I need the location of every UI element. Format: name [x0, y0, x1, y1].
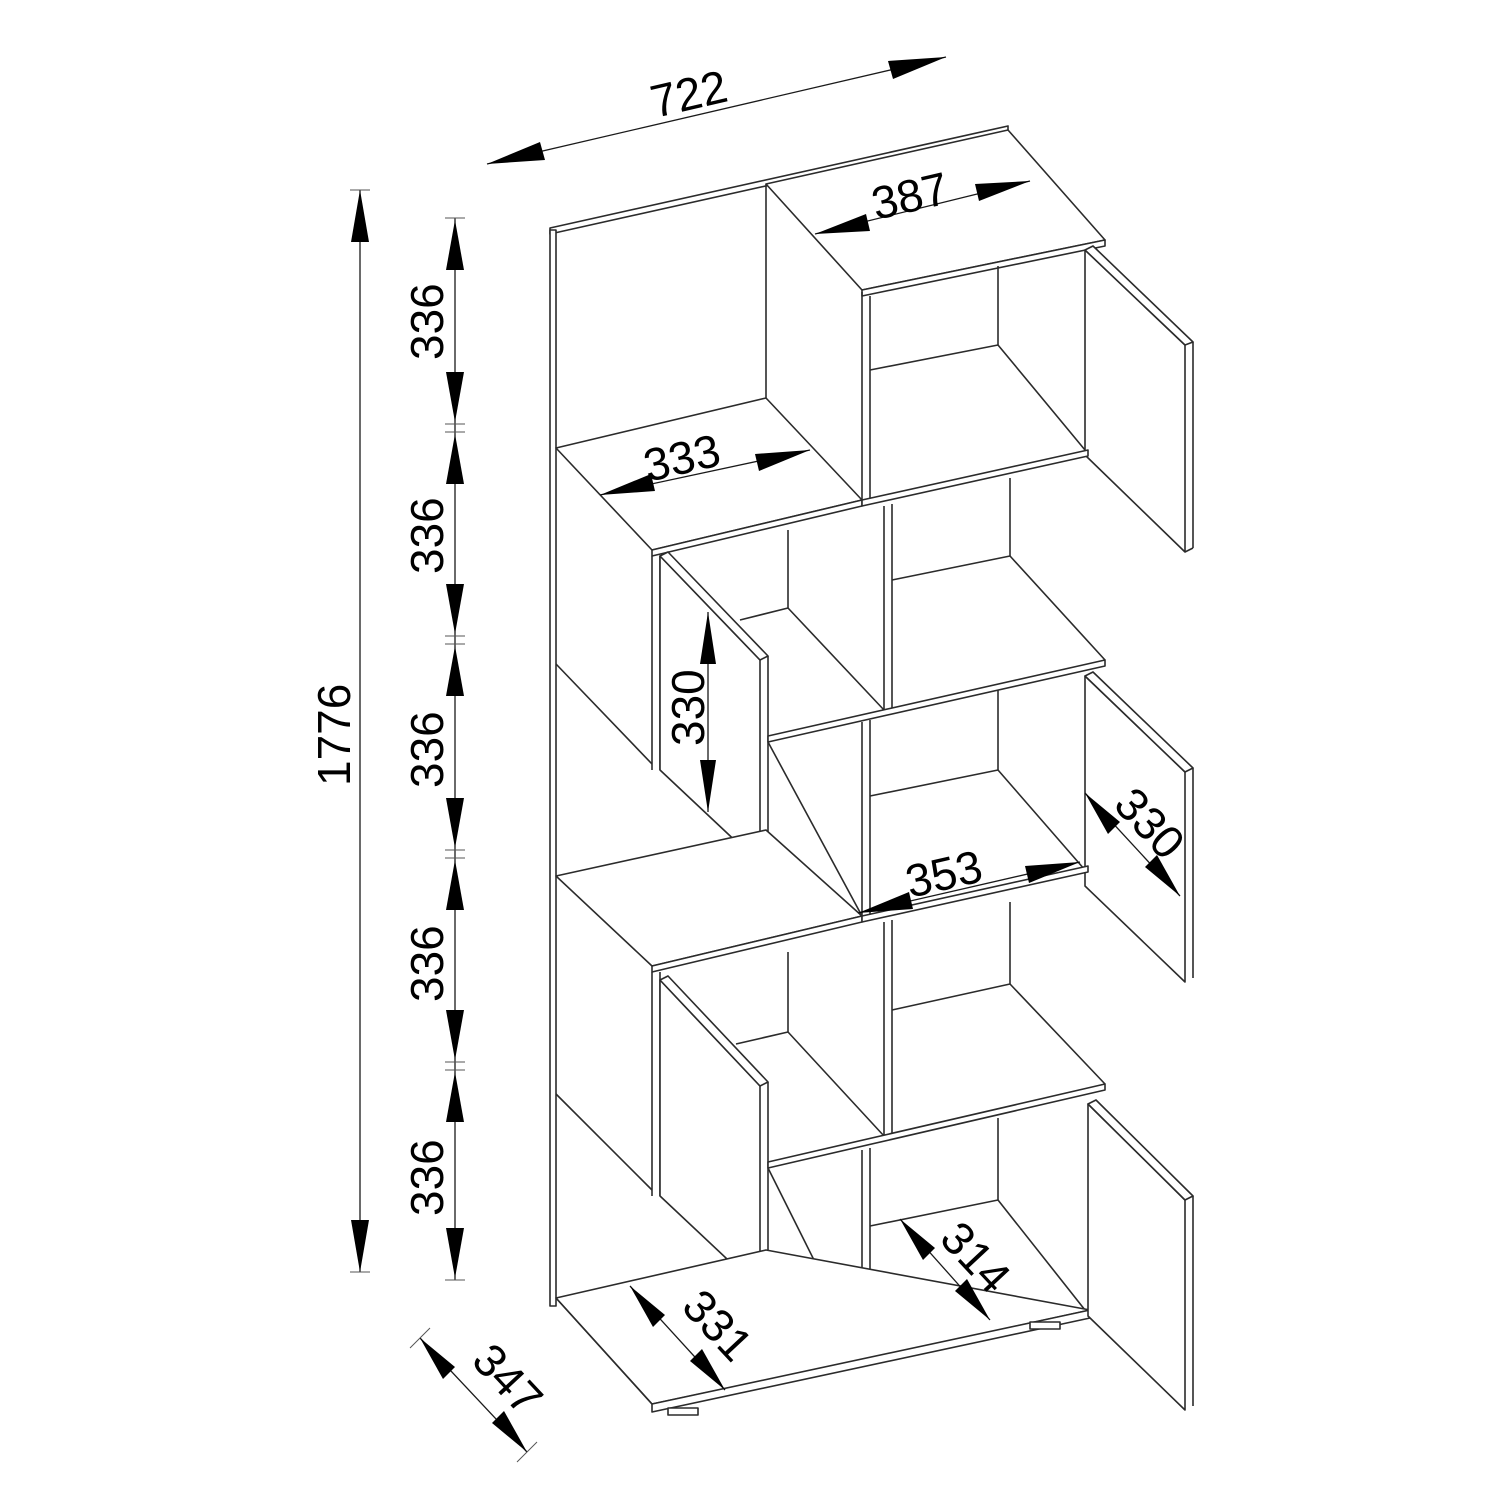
dim-overall-height: 1776: [308, 189, 370, 1273]
dim-overall-width: 722: [486, 56, 947, 165]
bottom-left-edge: [555, 1297, 653, 1405]
row-height-label-3: 336: [401, 711, 453, 788]
row2-right-shelf: [861, 449, 1089, 507]
overall-width-label: 722: [646, 60, 732, 128]
foot-right: [1029, 1321, 1061, 1330]
row4-left-shelf: [555, 829, 863, 967]
bookcase-drawing: [549, 125, 1194, 1416]
row5-shelf: [767, 1083, 1106, 1169]
row-height-label-5: 336: [401, 1139, 453, 1216]
dimension-annotations: 722 387 333 353 330: [308, 56, 1195, 1463]
foot-left: [667, 1407, 699, 1416]
row4-right-shelf-line: [891, 983, 1106, 1085]
row-height-label-2: 336: [401, 497, 453, 574]
row-height-label-4: 336: [401, 925, 453, 1002]
top-right-door-bottom: [1184, 547, 1194, 553]
row3-left-floor: [767, 741, 863, 917]
dim-depth: 347: [409, 1327, 553, 1463]
row4-left-floor: [555, 1093, 653, 1191]
row2-left-floor: [555, 663, 653, 765]
row-height-label-1: 336: [401, 283, 453, 360]
left-side-panel: [549, 229, 557, 1307]
row3-shelf: [767, 659, 1106, 743]
mid-left-door-label: 330: [662, 669, 714, 746]
depth-label: 347: [463, 1333, 553, 1425]
dim-mid-left-door: 330: [662, 612, 716, 812]
top-right-shelf: [869, 344, 1086, 451]
row2-right-shelf-line: [891, 555, 1106, 661]
dim-row-heights: 336 336 336 336 336: [401, 217, 465, 1281]
overall-height-label: 1776: [308, 684, 360, 786]
